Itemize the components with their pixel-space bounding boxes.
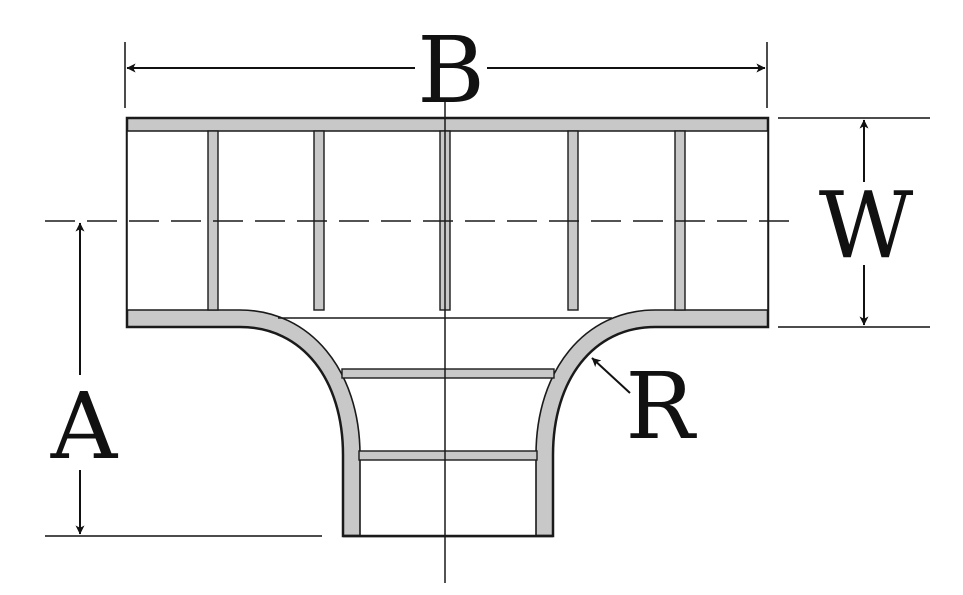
center-lines [45,100,800,583]
radius-label-r: R [625,353,697,460]
dimension-a [45,222,322,537]
dimension-b [124,42,768,108]
rib [358,450,538,461]
branch-ribs [341,368,555,461]
dimension-label-w: W [819,172,914,279]
tee-body [125,116,770,538]
radius-leader-arrow [591,357,631,394]
rib [341,368,555,379]
dimension-label-a: A [50,373,119,480]
dimension-w [778,117,930,328]
dimension-label-b: B [417,17,485,124]
